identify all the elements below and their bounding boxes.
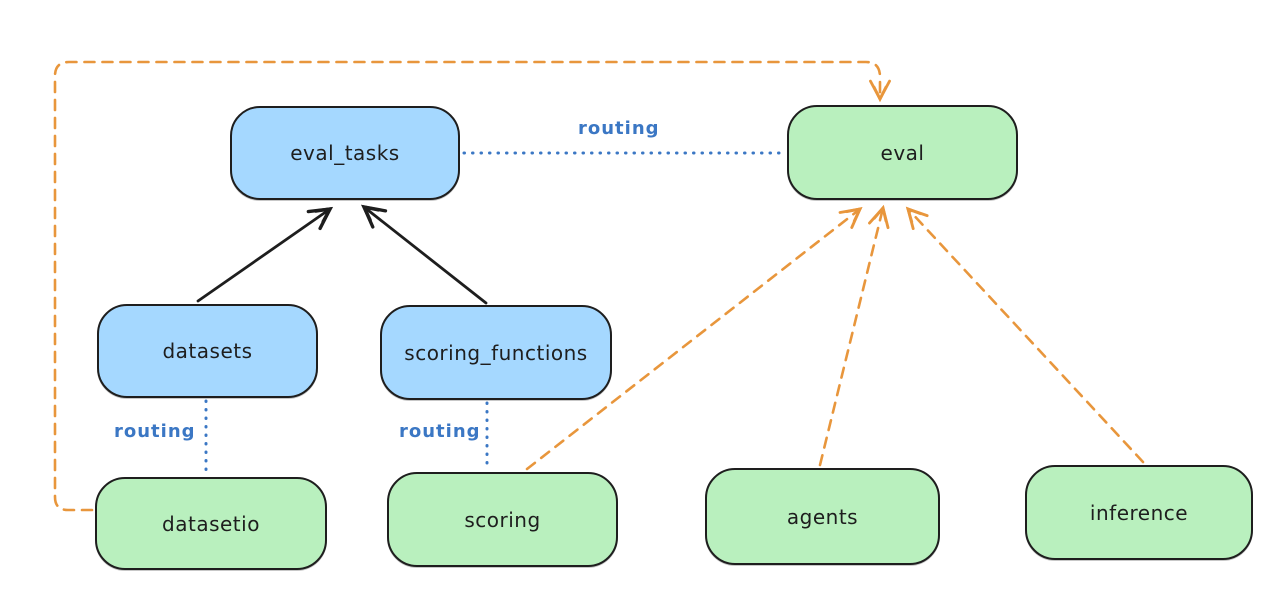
edge-datasets-to-eval-tasks — [196, 206, 334, 303]
edge-datasetio-to-eval — [53, 60, 891, 512]
node-scoring-label: scoring — [464, 507, 541, 532]
node-eval-label: eval — [880, 140, 925, 165]
node-scoring[interactable]: scoring — [387, 472, 618, 567]
edge-inference-to-eval — [905, 206, 1145, 464]
node-agents[interactable]: agents — [705, 468, 940, 565]
node-agents-label: agents — [786, 504, 859, 529]
node-datasets-label: datasets — [162, 339, 253, 363]
routing-label-datasets-datasetio: routing — [114, 421, 196, 442]
node-datasetio[interactable]: datasetio — [95, 477, 327, 570]
node-inference-label: inference — [1089, 500, 1189, 525]
node-datasetio-label: datasetio — [162, 511, 260, 536]
node-scoring-functions[interactable]: scoring_functions — [380, 305, 612, 400]
routing-label-eval-tasks-eval: routing — [578, 118, 660, 139]
node-inference[interactable]: inference — [1025, 465, 1253, 560]
node-scoring-functions-label: scoring_functions — [404, 340, 588, 365]
node-datasets[interactable]: datasets — [97, 304, 318, 398]
node-eval-tasks-label: eval_tasks — [290, 141, 400, 165]
node-eval[interactable]: eval — [787, 105, 1018, 200]
edge-scoring-to-eval — [525, 207, 863, 471]
edge-agents-to-eval — [818, 204, 890, 467]
node-eval-tasks[interactable]: eval_tasks — [230, 106, 460, 200]
routing-label-scoring-functions-scoring: routing — [399, 421, 481, 442]
edge-scoring-functions-to-eval-tasks — [361, 204, 488, 305]
